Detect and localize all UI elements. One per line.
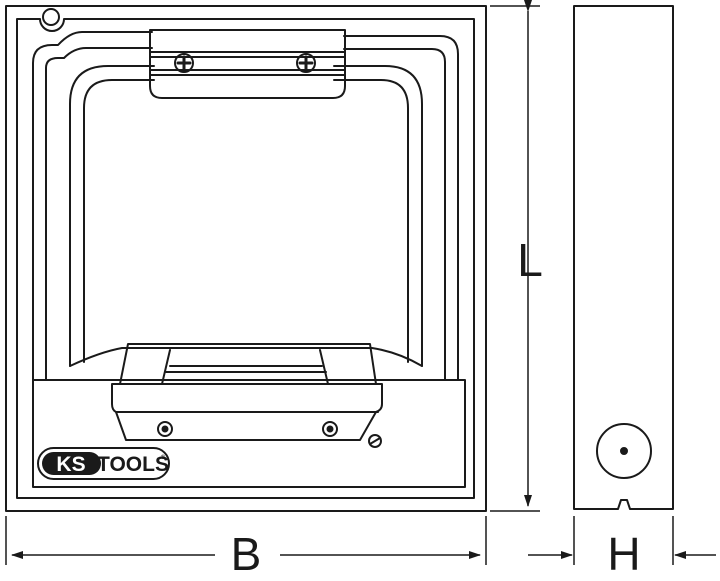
top-screw-left <box>174 53 194 73</box>
label-length: L <box>517 234 543 286</box>
logo-registered-mark: ® <box>161 454 166 461</box>
frame-channel-right-outer <box>343 35 459 381</box>
side-view <box>573 5 674 510</box>
hanging-hole <box>42 8 60 26</box>
base-block <box>32 379 466 488</box>
inner-frame-border <box>16 18 475 499</box>
bottom-vial-upper <box>119 343 377 385</box>
side-bubble-vial <box>596 423 652 479</box>
logo-part-tools: TOOLS <box>97 453 169 476</box>
brand-logo: KS TOOLS ® <box>37 447 170 480</box>
bottom-vial-divider-right <box>319 349 329 385</box>
vial-window-right-outer <box>333 65 423 367</box>
front-view <box>5 5 487 512</box>
logo-part-ks: KS <box>56 453 85 476</box>
vial-window-outer <box>69 65 155 367</box>
outer-frame <box>5 5 487 512</box>
side-bubble-center <box>620 447 628 455</box>
bottom-vial-divider-left <box>161 349 171 385</box>
base-vial-plate <box>111 383 383 441</box>
top-vial-housing <box>149 29 346 99</box>
frame-channel-right-inner <box>343 48 446 381</box>
frame-channel-inner <box>45 47 153 381</box>
dimension-lines <box>5 0 716 565</box>
base-screw-small <box>368 434 382 448</box>
vial-window-right-inner <box>333 79 409 363</box>
side-body <box>573 5 674 510</box>
base-screw-left <box>157 421 173 437</box>
top-screw-right <box>296 53 316 73</box>
frame-channel-outer <box>32 31 153 381</box>
base-screw-right <box>322 421 338 437</box>
vial-window-inner <box>83 79 155 363</box>
bottom-vial-housing <box>69 347 423 367</box>
label-height: H <box>607 528 640 580</box>
label-width: B <box>231 528 262 580</box>
